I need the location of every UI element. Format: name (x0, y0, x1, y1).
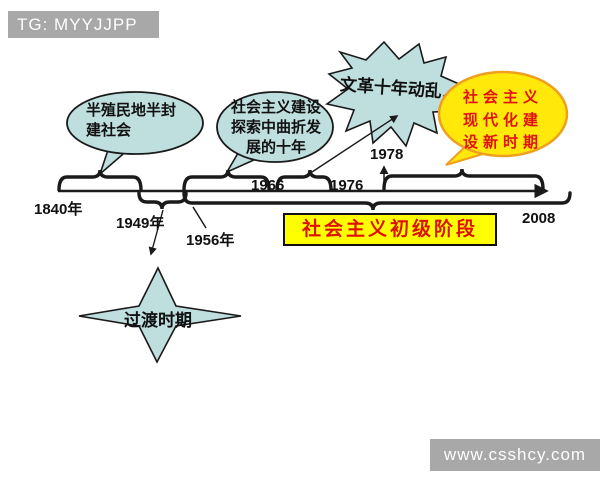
cultural-revolution-starburst (325, 40, 461, 148)
year-label-2008: 2008 (522, 210, 556, 227)
socialist-exploration-bubble (216, 91, 334, 163)
new-era-bubble (437, 70, 569, 158)
semi-colonial-bubble (66, 91, 204, 155)
site-watermark-box: www.csshcy.com (430, 439, 600, 471)
year-label-1978: 1978 (370, 146, 404, 163)
year-label-1840: 1840年 (34, 201, 83, 218)
transition-period-label: 过渡时期 (124, 311, 192, 330)
tg-watermark-box: TG: MYYJJPP (8, 11, 159, 38)
brace-primary-stage-lower (182, 191, 572, 211)
transition-star (78, 266, 242, 364)
brace-1840-1949 (57, 169, 143, 192)
tg-watermark-label: TG: MYYJJPP (17, 14, 138, 34)
new-era-bubble-label: 社会主义 现代化建 设新时期 (462, 89, 543, 151)
brace-1956-1966 (182, 169, 271, 192)
socialist-exploration-bubble-label: 社会主义建设 探索中曲折发 展的十年 (230, 99, 321, 156)
primary-stage-box: 社会主义初级阶段 (283, 213, 497, 246)
semi-colonial-bubble-label: 半殖民地半封 建社会 (86, 102, 177, 140)
brace-transition-lower (137, 191, 188, 210)
arrow-to-starburst (311, 115, 399, 173)
connector-1956 (192, 206, 207, 229)
year-label-1956: 1956年 (186, 232, 235, 249)
year-label-1949: 1949年 (116, 215, 165, 232)
year-label-1966: 1966 (251, 177, 285, 194)
brace-1966-1976 (275, 169, 333, 192)
brace-1978-2008 (382, 168, 545, 191)
year-label-1976: 1976 (330, 177, 364, 194)
site-watermark-label: www.csshcy.com (443, 445, 587, 464)
arrow-to-transition-star (148, 209, 164, 256)
